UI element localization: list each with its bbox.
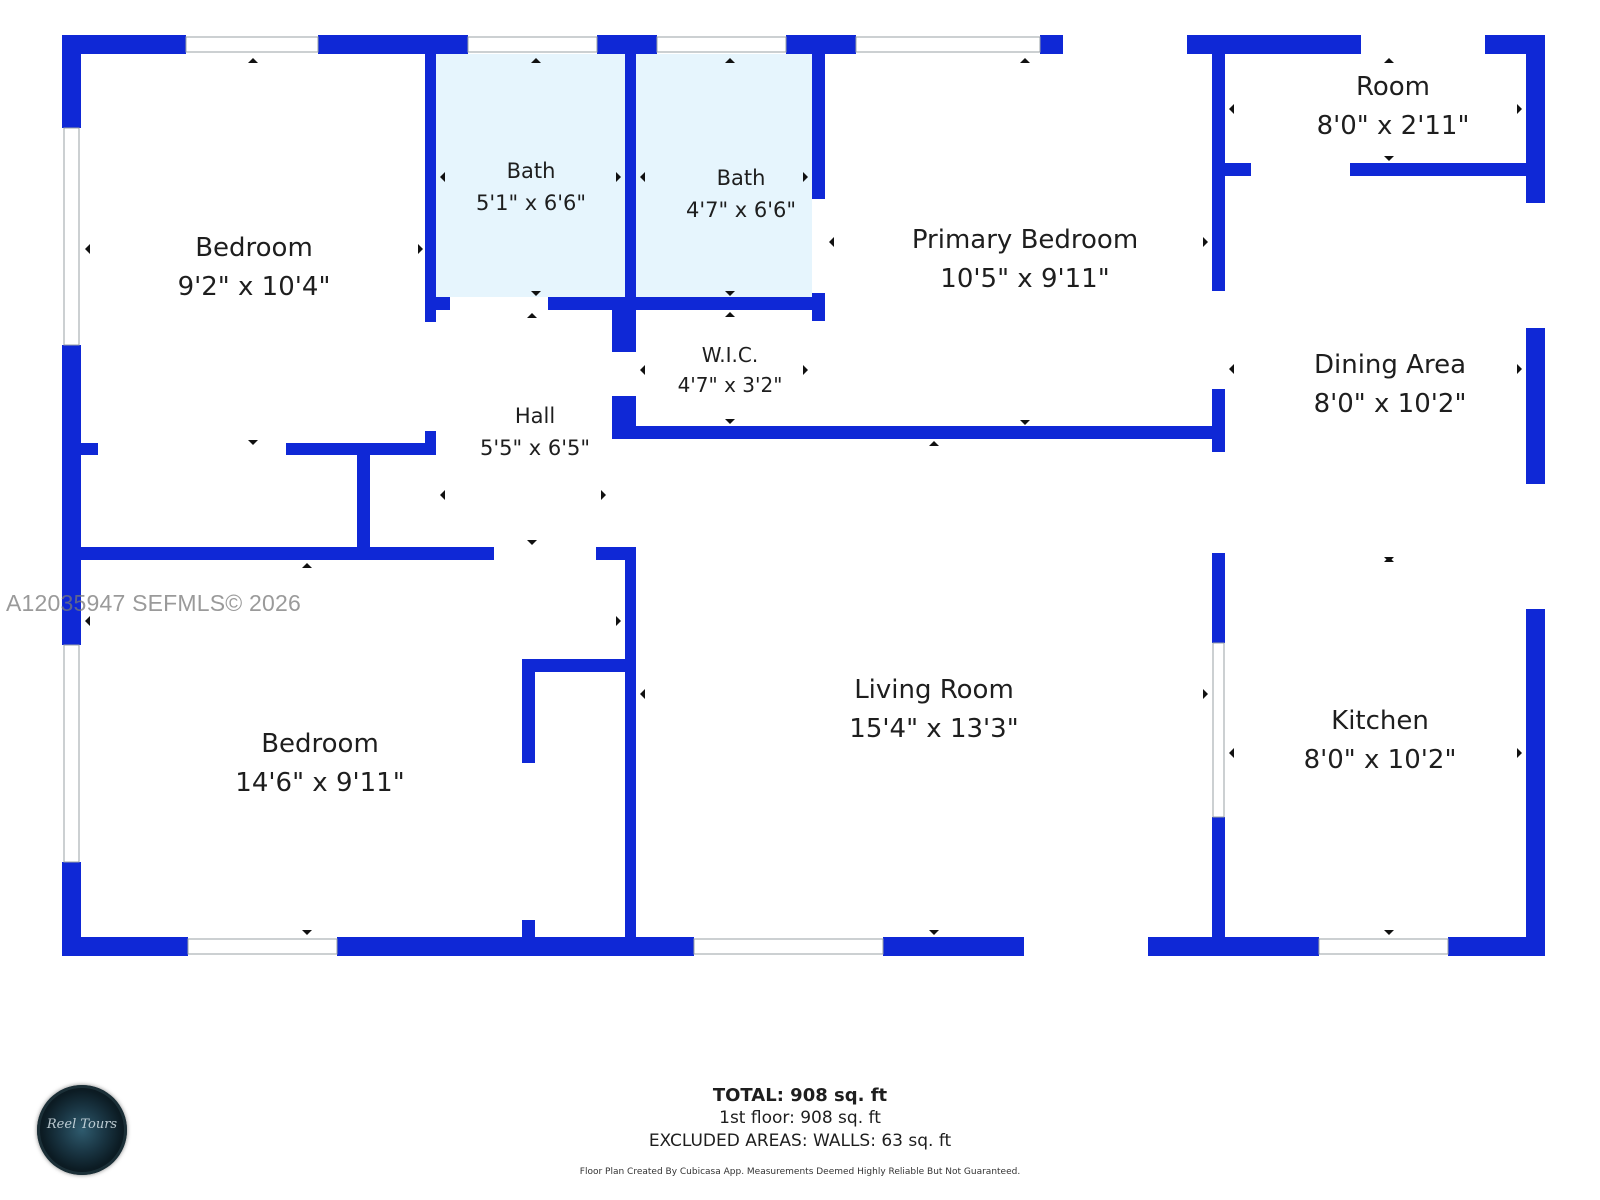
dimension-marker	[440, 490, 445, 500]
room-name-living-room: Living Room	[854, 675, 1014, 705]
disclaimer: Floor Plan Created By Cubicasa App. Meas…	[579, 1167, 1021, 1177]
windows	[63, 36, 1449, 955]
dimension-marker	[616, 616, 621, 626]
room-name-bath-2: Bath	[717, 166, 766, 190]
dimension-marker	[302, 930, 312, 935]
dimension-marker	[527, 540, 537, 545]
window	[855, 36, 1041, 53]
bath-floors	[434, 54, 812, 297]
dimension-marker	[803, 365, 808, 375]
room-dims-room-ne: 8'0" x 2'11"	[1317, 111, 1470, 141]
walls	[62, 35, 1545, 956]
room-name-kitchen: Kitchen	[1331, 706, 1429, 736]
dimension-marker	[1229, 104, 1234, 114]
window	[1318, 938, 1449, 955]
dimension-marker	[85, 244, 90, 254]
dimension-marker	[527, 313, 537, 318]
room-name-wic: W.I.C.	[702, 343, 758, 367]
bath-2-floor	[634, 54, 812, 297]
dimension-marker	[640, 172, 645, 182]
dimension-marker	[248, 58, 258, 63]
first-floor-area: 1st floor: 908 sq. ft	[719, 1108, 881, 1128]
dimension-marker	[725, 419, 735, 424]
window	[187, 938, 338, 955]
dimension-markers	[85, 58, 1522, 935]
dimension-marker	[1203, 689, 1208, 699]
room-name-room-ne: Room	[1356, 72, 1430, 102]
dimension-marker	[1229, 748, 1234, 758]
room-dims-dining-area: 8'0" x 10'2"	[1314, 389, 1467, 419]
dimension-marker	[531, 58, 541, 63]
dimension-marker	[531, 291, 541, 296]
dimension-marker	[1229, 364, 1234, 374]
room-name-bedroom-nw: Bedroom	[195, 233, 313, 263]
dimension-marker	[725, 312, 735, 317]
room-dims-living-room: 15'4" x 13'3"	[849, 714, 1018, 744]
dimension-marker	[616, 172, 621, 182]
window	[63, 644, 80, 863]
camera-lens-logo-icon: Reel Tours	[37, 1085, 127, 1175]
dimension-marker	[85, 616, 90, 626]
dimension-marker	[1517, 748, 1522, 758]
room-dims-hall: 5'5" x 6'5"	[480, 436, 590, 460]
dimension-marker	[440, 172, 445, 182]
room-name-dining-area: Dining Area	[1314, 350, 1466, 380]
room-labels: Bedroom 9'2" x 10'4" Bath 5'1" x 6'6" Bath 4'…	[178, 72, 1470, 798]
dimension-marker	[929, 930, 939, 935]
excluded-area: EXCLUDED AREAS: WALLS: 63 sq. ft	[648, 1131, 952, 1151]
dimension-marker	[929, 441, 939, 446]
total-area: TOTAL: 908 sq. ft	[712, 1085, 888, 1106]
dimension-marker	[1203, 237, 1208, 247]
dimension-marker	[1384, 557, 1394, 562]
room-dims-bath-1: 5'1" x 6'6"	[476, 191, 586, 215]
window	[656, 36, 787, 53]
dimension-marker	[1384, 930, 1394, 935]
dimension-marker	[640, 689, 645, 699]
room-name-bath-1: Bath	[507, 159, 556, 183]
logo-signature: Reel Tours	[46, 1117, 118, 1132]
dimension-marker	[601, 490, 606, 500]
room-dims-primary-bedroom: 10'5" x 9'11"	[940, 264, 1109, 294]
room-dims-bedroom-nw: 9'2" x 10'4"	[178, 272, 331, 302]
window	[467, 36, 598, 53]
mls-watermark: A12035947 SEFMLS© 2026	[6, 590, 301, 616]
dimension-marker	[1517, 104, 1522, 114]
dimension-marker	[803, 172, 808, 182]
dimension-marker	[829, 237, 834, 247]
dimension-marker	[1517, 364, 1522, 374]
window	[63, 127, 80, 346]
area-summary: TOTAL: 908 sq. ft 1st floor: 908 sq. ft …	[400, 1084, 1200, 1153]
room-dims-wic: 4'7" x 3'2"	[678, 373, 783, 397]
room-name-hall: Hall	[515, 404, 555, 428]
dimension-marker	[640, 365, 645, 375]
dimension-marker	[302, 563, 312, 568]
room-name-primary-bedroom: Primary Bedroom	[912, 225, 1138, 255]
dimension-marker	[725, 58, 735, 63]
dimension-marker	[418, 244, 423, 254]
dimension-marker	[1384, 156, 1394, 161]
dimension-marker	[725, 291, 735, 296]
room-dims-bath-2: 4'7" x 6'6"	[686, 198, 796, 222]
room-dims-bedroom-sw: 14'6" x 9'11"	[235, 768, 404, 798]
dimension-marker	[248, 440, 258, 445]
room-name-bedroom-sw: Bedroom	[261, 729, 379, 759]
dimension-marker	[1020, 58, 1030, 63]
room-dims-kitchen: 8'0" x 10'2"	[1304, 745, 1457, 775]
window	[1212, 642, 1225, 818]
window	[185, 36, 319, 53]
dimension-marker	[1384, 58, 1394, 63]
window	[693, 938, 884, 955]
bath-1-floor	[434, 54, 625, 297]
dimension-marker	[1020, 420, 1030, 425]
